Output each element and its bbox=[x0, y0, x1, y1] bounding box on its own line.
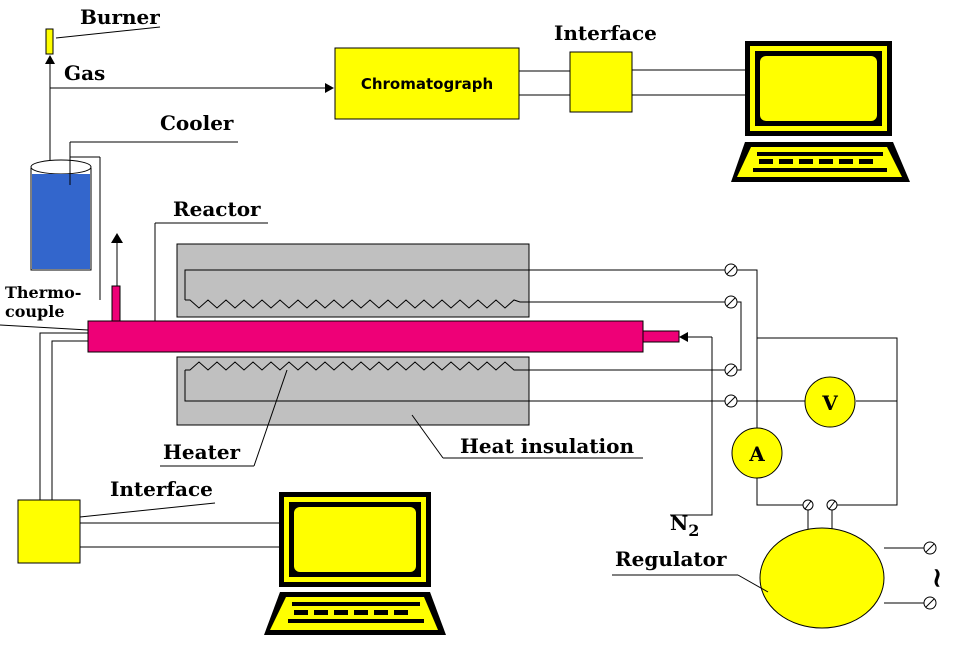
burner-label: Burner bbox=[80, 5, 160, 29]
regulator: Regulator bbox=[612, 527, 885, 629]
terminals bbox=[724, 263, 937, 610]
heat-insulation-label-group: Heat insulation bbox=[411, 414, 643, 459]
burner: Burner bbox=[45, 5, 161, 55]
ammeter-label: A bbox=[748, 442, 765, 466]
interface-bottom: Interface bbox=[17, 477, 216, 564]
thermocouple-label-2: couple bbox=[5, 302, 65, 321]
terminal-icon bbox=[724, 263, 738, 277]
interface-top: Interface bbox=[554, 21, 657, 113]
computer-bottom-icon bbox=[264, 492, 446, 635]
terminal-icon bbox=[923, 596, 937, 610]
voltmeter-label: V bbox=[821, 391, 838, 415]
interface-top-label: Interface bbox=[554, 21, 657, 45]
thermocouple-label-1: Thermo- bbox=[5, 283, 81, 302]
heat-insulation-top bbox=[176, 243, 530, 318]
cooler-coolant bbox=[32, 174, 90, 269]
ac-source-icon: ~ bbox=[921, 566, 954, 589]
reactor-gas-outlet bbox=[111, 233, 123, 323]
reactor-label-group: Reactor bbox=[154, 197, 268, 322]
gas-arrow-right-icon bbox=[325, 83, 334, 93]
n2-label: N2 bbox=[670, 511, 699, 540]
gas-arrow-up-icon bbox=[45, 55, 55, 64]
heater-coil-top bbox=[184, 269, 725, 309]
chromatograph: Chromatograph bbox=[334, 47, 520, 120]
voltmeter: V bbox=[804, 376, 856, 428]
heater-coil-bottom bbox=[184, 361, 725, 402]
ammeter: A bbox=[731, 427, 783, 479]
cooler-label: Cooler bbox=[160, 111, 234, 135]
thermocouple: Thermo- couple bbox=[0, 283, 89, 500]
cooler: Cooler bbox=[30, 111, 238, 300]
heat-insulation-bottom bbox=[176, 356, 530, 426]
burner-leader bbox=[55, 26, 161, 39]
chromatograph-label: Chromatograph bbox=[361, 75, 493, 93]
heat-insulation-label: Heat insulation bbox=[460, 434, 634, 458]
electrical-circuit bbox=[529, 269, 925, 604]
terminal-icon bbox=[802, 499, 814, 511]
gas-line: Gas bbox=[45, 55, 334, 162]
terminal-icon bbox=[923, 541, 937, 555]
terminal-icon bbox=[724, 295, 738, 309]
computer-top-icon bbox=[731, 41, 910, 182]
reactor-inlet bbox=[642, 330, 680, 343]
reactor-tube bbox=[87, 320, 644, 353]
heater-label-group: Heater bbox=[160, 369, 288, 467]
terminal-icon bbox=[724, 394, 738, 408]
interface-bottom-label: Interface bbox=[110, 477, 213, 501]
terminal-icon bbox=[826, 499, 838, 511]
gas-label: Gas bbox=[64, 61, 105, 85]
heater-label: Heater bbox=[163, 440, 241, 464]
terminal-icon bbox=[724, 363, 738, 377]
outlet-arrow-up-icon bbox=[111, 233, 123, 243]
regulator-label: Regulator bbox=[615, 547, 727, 571]
burner-flame bbox=[45, 28, 54, 55]
n2-inlet: N2 bbox=[670, 332, 713, 540]
n2-arrow-left-icon bbox=[679, 332, 688, 342]
reactor-label: Reactor bbox=[173, 197, 261, 221]
